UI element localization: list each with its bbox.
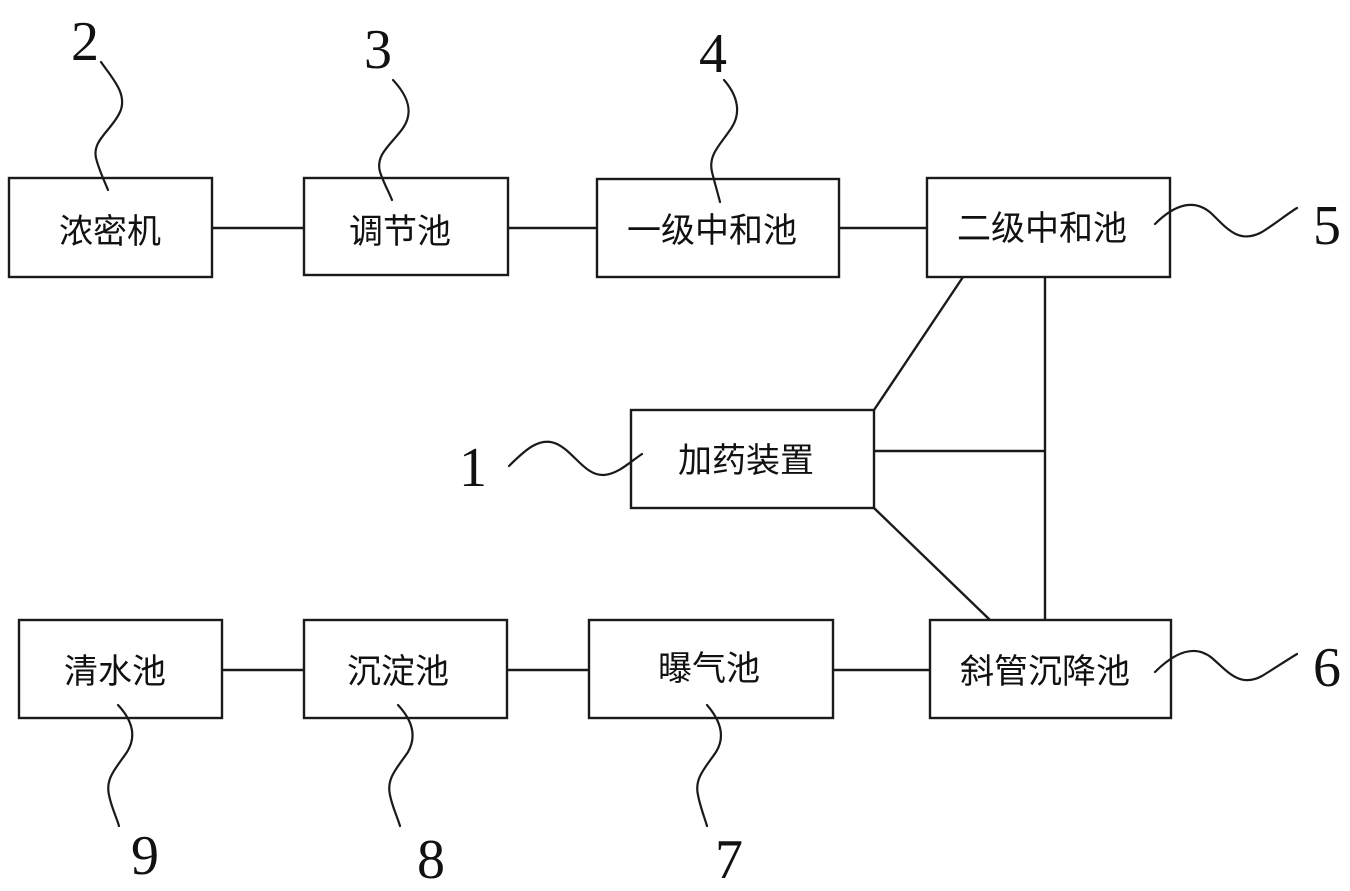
node-neutral2: 二级中和池 — [925, 176, 1172, 279]
ref-num-9: 9 — [131, 825, 159, 887]
leader-8 — [388, 703, 414, 828]
node-label: 二级中和池 — [957, 209, 1127, 249]
node-aeration: 曝气池 — [587, 618, 835, 720]
ref-num-5: 5 — [1313, 195, 1341, 257]
node-regulating: 调节池 — [302, 176, 510, 277]
node-label: 沉淀池 — [347, 652, 449, 692]
connectors — [212, 226, 1047, 672]
ref-num-3: 3 — [364, 19, 392, 81]
node-label: 曝气池 — [658, 649, 760, 689]
node-neutral1: 一级中和池 — [595, 177, 841, 279]
edge-dosing-to-inclined-diagonal — [873, 507, 991, 621]
node-inclined: 斜管沉降池 — [928, 618, 1173, 720]
ref-num-7: 7 — [715, 829, 743, 891]
node-box — [17, 618, 224, 720]
node-sediment: 沉淀池 — [302, 618, 509, 720]
ref-num-4: 4 — [699, 23, 727, 85]
node-label: 清水池 — [64, 652, 166, 692]
node-label: 调节池 — [349, 212, 451, 252]
node-clearwater: 清水池 — [17, 618, 224, 720]
node-box — [587, 618, 835, 720]
node-box — [302, 176, 510, 277]
ref-num-6: 6 — [1313, 637, 1341, 699]
node-box — [925, 176, 1172, 279]
reference-numerals: 2 3 4 5 1 6 7 8 9 — [71, 11, 1341, 891]
leader-5 — [1153, 203, 1299, 238]
leader-9 — [107, 703, 134, 828]
node-label: 斜管沉降池 — [960, 652, 1130, 692]
node-dosing: 加药装置 — [629, 408, 876, 510]
ref-num-1: 1 — [459, 437, 487, 499]
edge-dosing-to-neutral2-diagonal — [873, 276, 964, 411]
node-box — [7, 176, 214, 279]
ref-num-8: 8 — [417, 829, 445, 891]
leader-2 — [94, 60, 124, 192]
node-thickener: 浓密机 — [7, 176, 214, 279]
leader-7 — [696, 703, 723, 828]
leader-3 — [378, 78, 410, 202]
node-label: 浓密机 — [59, 212, 161, 252]
node-box — [302, 618, 509, 720]
ref-num-2: 2 — [71, 11, 99, 73]
node-box — [629, 408, 876, 510]
leader-lines — [94, 60, 1299, 828]
node-label: 一级中和池 — [627, 211, 797, 251]
leader-4 — [710, 78, 739, 204]
node-box — [928, 618, 1173, 720]
leader-6 — [1153, 649, 1299, 682]
node-label: 加药装置 — [678, 441, 814, 481]
leader-1 — [507, 440, 644, 477]
